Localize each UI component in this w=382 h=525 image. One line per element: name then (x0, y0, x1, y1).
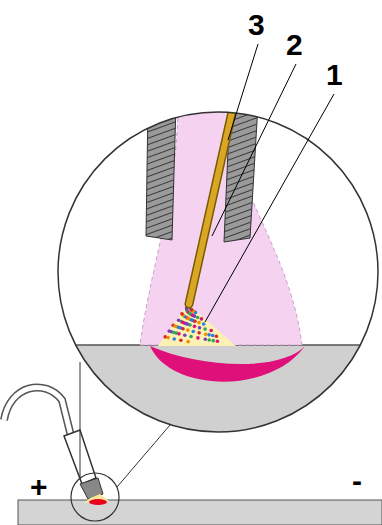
arc-particle (172, 331, 176, 335)
weld-pool-small (89, 499, 107, 505)
detail-view-ring (58, 112, 378, 432)
hose-outline (4, 387, 72, 440)
arc-particle (198, 326, 202, 330)
arc-particle (203, 327, 207, 331)
arc-particle (204, 332, 208, 336)
hose (4, 387, 72, 440)
welding-arc (158, 304, 236, 346)
arc-particle (181, 320, 185, 324)
arc-particle (179, 339, 183, 343)
arc-particle (172, 337, 176, 341)
arc-particle (181, 327, 185, 331)
arc-particle (183, 333, 187, 337)
arc-particle (186, 328, 190, 332)
arc-particle (196, 316, 200, 320)
magnifier-line (117, 425, 170, 487)
workpiece-plate (18, 500, 382, 525)
arc-particle (177, 332, 181, 336)
arc-particle (216, 340, 220, 344)
arc-particle (186, 317, 190, 321)
arc-particle (191, 330, 195, 334)
weld-pool (150, 346, 305, 382)
arc-particle (166, 336, 170, 340)
arc-particle (167, 329, 171, 333)
arc-particle (177, 318, 181, 322)
arc-particle (202, 322, 206, 326)
arc-particle (184, 322, 188, 326)
arc-particle (209, 329, 213, 333)
magnifier-ring (71, 473, 119, 521)
arc-particle (207, 333, 211, 337)
arc-particle (211, 339, 215, 343)
leader-line (212, 64, 296, 236)
leader-line (205, 94, 334, 322)
arc-particle (177, 326, 181, 330)
arc-particle (211, 334, 215, 338)
arc-particle (189, 335, 193, 339)
callout-number: 1 (326, 60, 343, 90)
polarity-sign: + (30, 472, 48, 502)
arc-particle (186, 340, 190, 344)
workpiece-section (50, 345, 382, 445)
arc-particle (200, 317, 204, 321)
leader-line (228, 44, 258, 140)
arc-particle (196, 336, 200, 340)
arc-particle (197, 331, 201, 335)
callout-number: 3 (248, 10, 265, 40)
arc-particle (193, 319, 197, 323)
magnifier-line (80, 362, 81, 478)
polarity-sign: - (352, 466, 362, 496)
arc-particle (173, 324, 177, 328)
arc-particle (188, 312, 192, 316)
arc-particle (215, 334, 219, 338)
arc-particle (188, 323, 192, 327)
arc-particle (190, 309, 194, 313)
nozzle-wall (146, 105, 176, 240)
arc-particle (190, 308, 194, 312)
arc-particle (193, 325, 197, 329)
arc-particle (204, 337, 208, 341)
arc-particle (180, 312, 184, 316)
arc-particle (207, 338, 211, 342)
arc-particle (197, 321, 201, 325)
callout-number: 2 (286, 30, 303, 60)
